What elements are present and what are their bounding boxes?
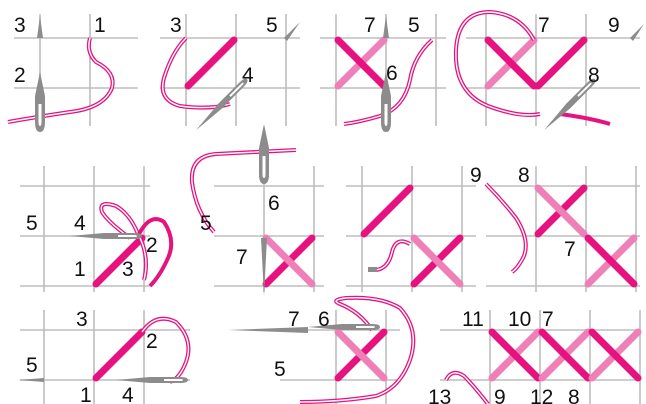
point-label: 8 [568, 386, 580, 404]
point-label: 3 [122, 258, 134, 281]
needle-tip-icon [37, 16, 43, 38]
point-label: 1 [74, 258, 86, 281]
point-label: 9 [608, 14, 620, 37]
thread-end-icon [368, 267, 377, 272]
point-label: 1 [80, 384, 92, 404]
point-label: 1 [94, 14, 106, 37]
needle-tip-icon [383, 16, 389, 38]
point-label: 3 [170, 14, 182, 37]
point-label: 3 [14, 14, 26, 37]
thread [374, 241, 410, 270]
point-label: 5 [200, 212, 212, 235]
point-label: 2 [146, 330, 158, 353]
panel-9: 3 2 5 1 4 [18, 308, 190, 404]
point-label: 6 [386, 62, 398, 85]
needle-icon [194, 77, 249, 132]
point-label: 5 [274, 358, 286, 381]
point-label: 5 [26, 354, 38, 377]
stitch [364, 188, 410, 234]
point-label: 12 [530, 386, 553, 404]
grid [486, 166, 640, 292]
point-label: 9 [494, 386, 506, 404]
needle-icon [259, 124, 269, 184]
needle-tip-icon [18, 378, 44, 382]
thread [446, 373, 488, 404]
stitch [538, 40, 584, 86]
panel-4: 7 9 8 [456, 12, 644, 132]
needle-icon [116, 377, 188, 383]
point-label: 2 [14, 64, 26, 87]
point-label: 5 [408, 14, 420, 37]
panel-2: 3 5 4 [160, 14, 300, 132]
point-label: 4 [122, 384, 134, 404]
panel-1: 3 1 2 [8, 14, 138, 132]
panel-7 [346, 166, 476, 292]
panel-6: 5 6 7 [192, 124, 324, 296]
panel-3: 7 5 6 [320, 14, 446, 132]
point-label: 13 [428, 386, 451, 404]
point-label: 9 [470, 164, 482, 187]
point-label: 4 [74, 212, 86, 235]
grid [20, 310, 190, 404]
point-label: 7 [564, 238, 576, 261]
point-label: 7 [364, 14, 376, 37]
panel-11: 11 10 7 13 9 12 8 [428, 308, 640, 404]
grid [214, 166, 324, 292]
stitch [188, 40, 234, 86]
point-label: 5 [26, 212, 38, 235]
point-label: 4 [242, 64, 254, 87]
point-label: 6 [268, 192, 280, 215]
point-label: 10 [508, 308, 531, 331]
thread [456, 12, 540, 115]
panel-5: 5 4 2 1 3 [20, 166, 171, 292]
point-label: 8 [588, 64, 600, 87]
point-label: 3 [76, 308, 88, 331]
stitch [96, 332, 142, 378]
point-label: 7 [236, 246, 248, 269]
point-label: 7 [288, 308, 300, 331]
point-label: 7 [538, 14, 550, 37]
panel-8: 9 8 7 [470, 164, 640, 292]
panel-10: 7 6 5 [228, 298, 413, 404]
point-label: 2 [146, 234, 158, 257]
point-label: 6 [318, 308, 330, 331]
point-label: 11 [462, 308, 484, 331]
thread [486, 184, 526, 272]
point-label: 7 [542, 308, 554, 331]
needle-icon [35, 72, 45, 132]
thread [560, 114, 610, 124]
point-label: 8 [518, 164, 530, 187]
stitch [96, 238, 142, 284]
point-label: 5 [266, 14, 278, 37]
